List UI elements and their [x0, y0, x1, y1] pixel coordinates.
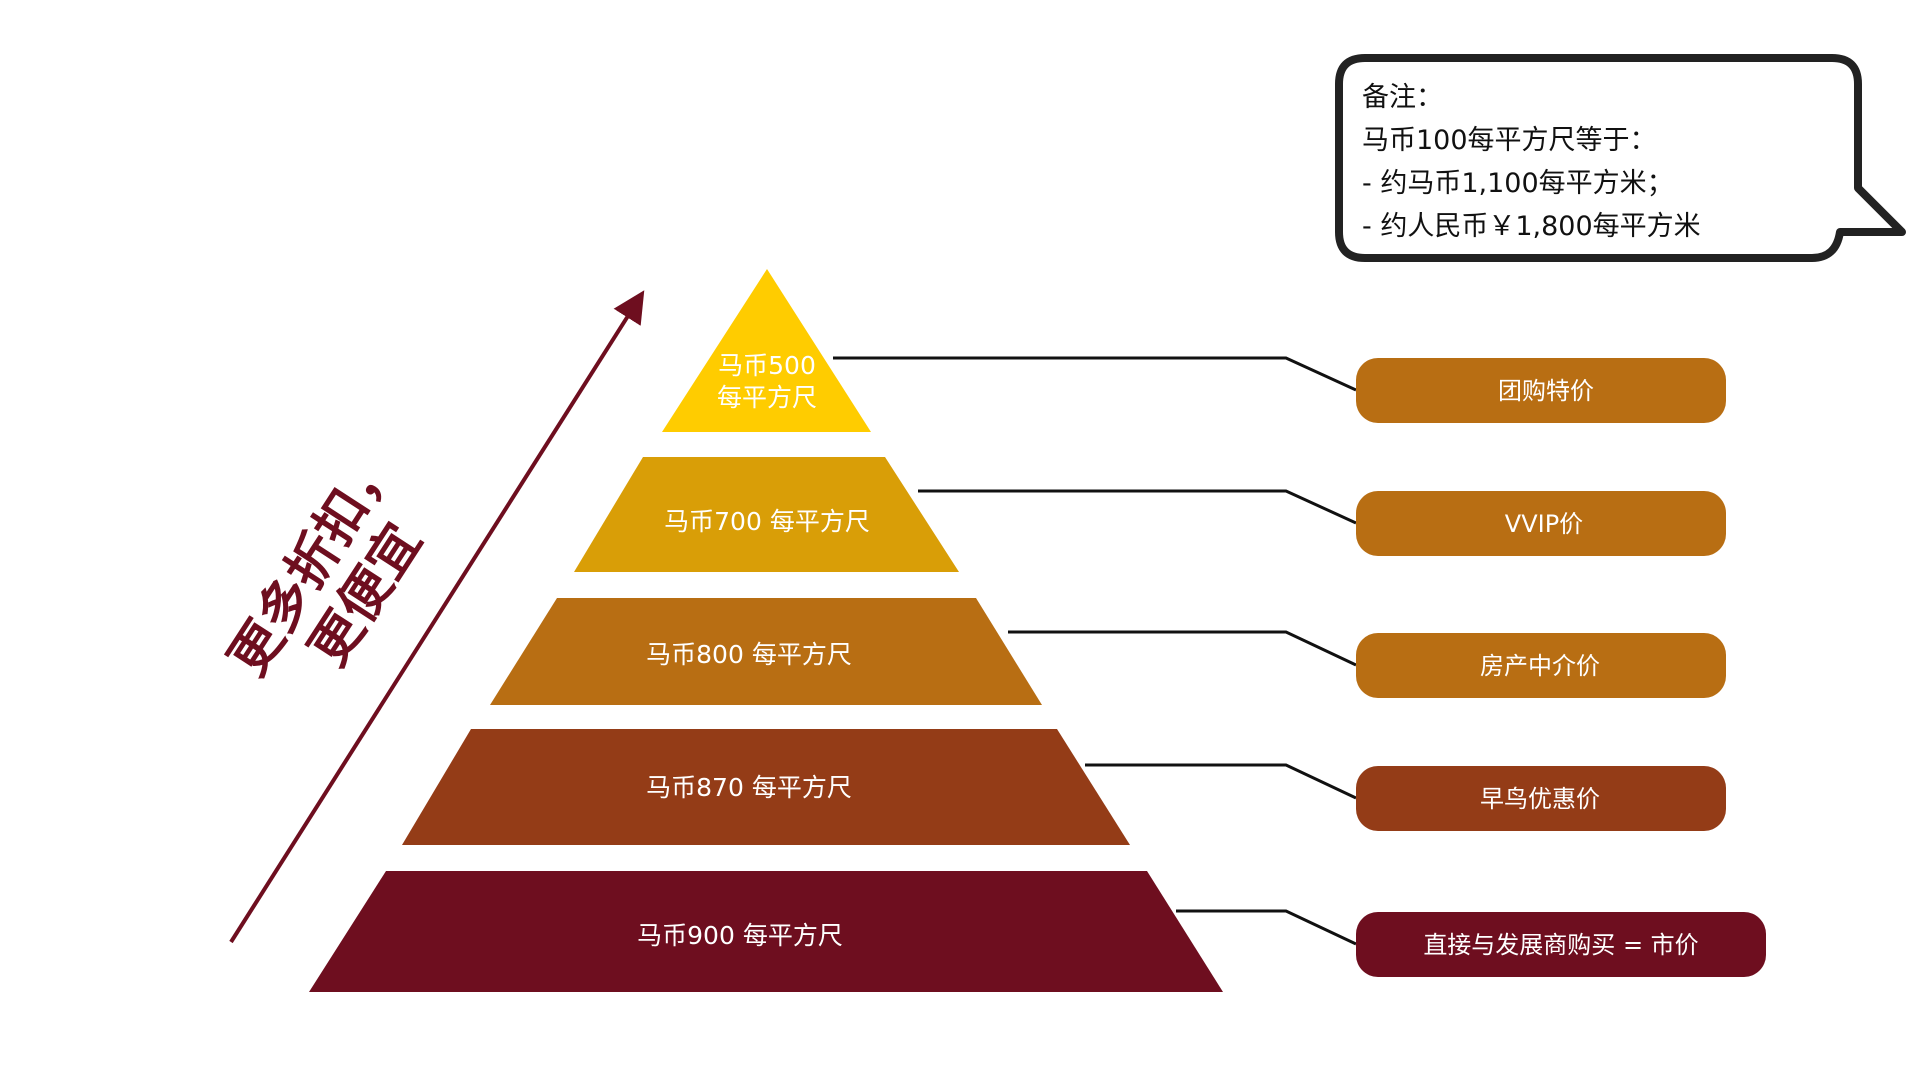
tier-1-price-line2: 每平方尺 [717, 383, 817, 412]
note-line-2: - 约马币1,100每平方米； [1362, 168, 1674, 199]
tier-3-price: 马币800 每平方尺 [646, 640, 852, 669]
connector-line-3 [1008, 630, 1357, 667]
label-vvip: VVIP价 [1505, 510, 1583, 538]
label-agent: 房产中介价 [1480, 652, 1600, 680]
label-pill-1 [1356, 358, 1726, 423]
pyramid-tier-2 [574, 457, 959, 572]
note-text: 备注： 马币100每平方尺等于： - 约马币1,100每平方米； - 约人民币￥… [1340, 58, 1855, 258]
tier-1-price-line1: 马币500 [718, 351, 816, 380]
label-market-price: 直接与发展商购买 = 市价 [1423, 931, 1698, 959]
pyramid-tier-4 [402, 729, 1130, 845]
label-pill-2 [1356, 491, 1726, 556]
note-title: 备注： [1362, 82, 1443, 113]
connector-line-1 [833, 356, 1357, 392]
connector-line-4 [1085, 763, 1357, 800]
pyramid-tier-3 [490, 598, 1042, 705]
note-line-1: 马币100每平方尺等于： [1362, 125, 1657, 156]
note-line-3: - 约人民币￥1,800每平方米 [1362, 211, 1701, 242]
label-group-buy: 团购特价 [1498, 377, 1594, 405]
label-pill-5 [1356, 912, 1766, 977]
connector-line-5 [1176, 909, 1357, 946]
tier-2-price: 马币700 每平方尺 [664, 507, 870, 536]
tier-5-price: 马币900 每平方尺 [637, 921, 843, 950]
pyramid-tier-1 [662, 269, 871, 432]
pyramid-tier-5 [309, 871, 1223, 992]
discount-arrow [229, 290, 645, 944]
note-bubble [1335, 54, 1906, 262]
label-early-bird: 早鸟优惠价 [1480, 785, 1600, 813]
label-pill-3 [1356, 633, 1726, 698]
connector-line-2 [918, 489, 1357, 525]
label-pill-4 [1356, 766, 1726, 831]
tier-4-price: 马币870 每平方尺 [646, 773, 852, 802]
